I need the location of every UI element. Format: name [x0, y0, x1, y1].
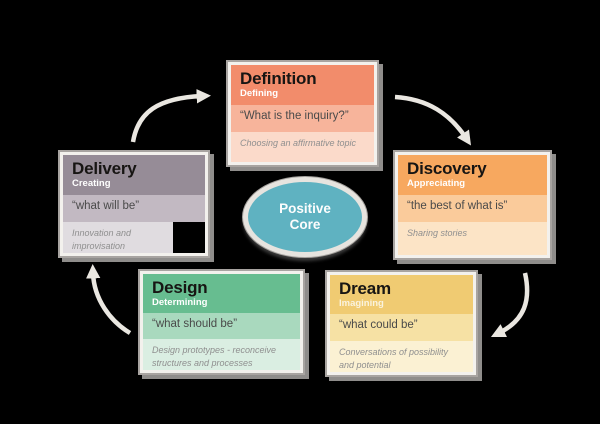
card-delivery-header: Delivery Creating — [63, 155, 205, 195]
card-delivery-quote: “what will be” — [63, 194, 205, 222]
card-definition-subtitle: Defining — [240, 88, 278, 99]
card-dream-title: Dream — [339, 279, 391, 298]
card-definition-header: Definition Defining — [231, 65, 374, 105]
card-definition-quote: “What is the inquiry?” — [231, 105, 374, 132]
card-dream-quote: “what could be” — [330, 314, 473, 341]
arrow-definition-to-discovery-icon — [394, 94, 471, 146]
card-discovery-header: Discovery Appreciating — [398, 155, 547, 195]
arrow-design-to-delivery-icon — [86, 264, 132, 335]
card-discovery: Discovery Appreciating “the best of what… — [395, 152, 550, 258]
card-delivery-title: Delivery — [72, 159, 137, 178]
card-delivery: Delivery Creating “what will be” Innovat… — [60, 152, 208, 256]
card-dream-header: Dream Imagining — [330, 275, 473, 315]
positive-core-label: Positive Core — [279, 201, 331, 232]
card-design: Design Determining “what should be” Desi… — [140, 271, 303, 373]
card-design-subtitle: Determining — [152, 297, 208, 308]
card-design-quote: “what should be” — [143, 312, 300, 339]
positive-core: Positive Core — [243, 177, 367, 257]
card-dream: Dream Imagining “what could be” Conversa… — [327, 272, 476, 375]
card-definition-title: Definition — [240, 69, 317, 88]
card-delivery-description: Innovation and improvisation — [63, 221, 173, 253]
card-design-description: Design prototypes - reconceive structure… — [143, 338, 300, 370]
card-discovery-description: Sharing stories — [398, 222, 547, 255]
card-delivery-subtitle: Creating — [72, 178, 111, 189]
card-design-header: Design Determining — [143, 274, 300, 313]
card-definition: Definition Defining “What is the inquiry… — [228, 62, 377, 165]
card-discovery-title: Discovery — [407, 159, 487, 178]
card-dream-description: Conversations of possibility and potenti… — [330, 340, 473, 372]
card-design-title: Design — [152, 278, 208, 297]
arrow-delivery-to-definition-icon — [130, 89, 211, 143]
card-definition-description: Choosing an affirmative topic — [231, 132, 374, 162]
card-discovery-quote: “the best of what is” — [398, 195, 547, 222]
card-dream-subtitle: Imagining — [339, 298, 384, 309]
arrow-discovery-to-dream-icon — [490, 272, 530, 338]
card-discovery-subtitle: Appreciating — [407, 178, 466, 189]
